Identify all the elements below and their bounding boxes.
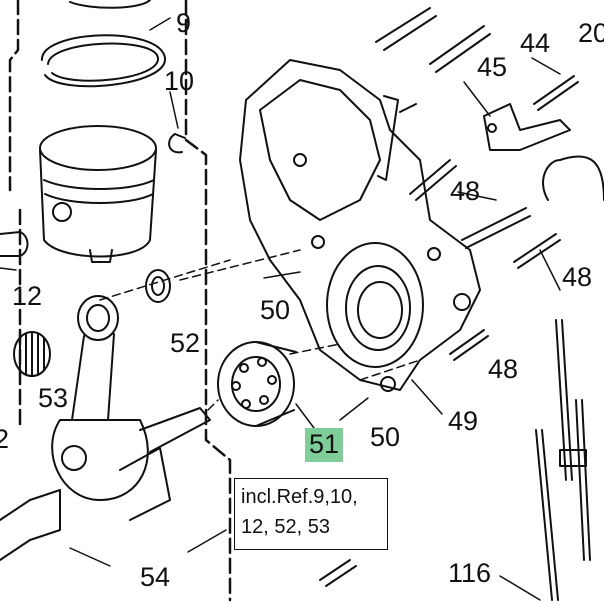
piston-clip [168,133,186,154]
ref-48-upper: 48 [450,176,481,206]
piston [39,125,157,263]
ref-20: 20 [578,18,604,48]
ref-51-highlighted: 51 [305,428,344,462]
ref-53: 53 [38,383,69,413]
ref-9: 9 [176,8,192,38]
ref-54: 54 [140,562,171,592]
bottom-bolt [319,559,357,587]
note-line-1: incl.Ref.9,10, [241,486,358,508]
note-line-2: 12, 52, 53 [241,516,330,538]
crankshaft [0,407,211,561]
ref-49: 49 [448,406,479,436]
ref-44: 44 [520,28,551,58]
ref-48-lower: 48 [488,354,519,384]
shaft-seal [145,269,171,303]
ref-2-partial: 2 [0,424,10,454]
ref-52: 52 [170,328,201,358]
stud-bolts [375,7,579,361]
needle-bearing [13,331,51,377]
ref-10: 10 [164,66,195,96]
bracket [483,103,571,151]
circlip [542,155,604,201]
crankcase [239,59,481,392]
ref-50-upper: 50 [260,295,291,325]
ref-116: 116 [448,558,492,588]
ref-12: 12 [12,281,43,311]
fuel-lines [535,319,591,601]
assembly-boundary [184,0,232,602]
piston-ring-top [69,0,151,9]
assembly-boundary-left [8,0,20,192]
piston-pin [0,231,29,257]
connecting-rod [51,295,149,501]
ref-45: 45 [477,52,508,82]
included-parts-note: incl.Ref.9,10, 12, 52, 53 [234,478,388,550]
piston-ring [40,34,167,88]
ball-bearing [217,341,297,427]
ref-48-right: 48 [562,262,593,292]
ref-50-lower: 50 [370,422,401,452]
